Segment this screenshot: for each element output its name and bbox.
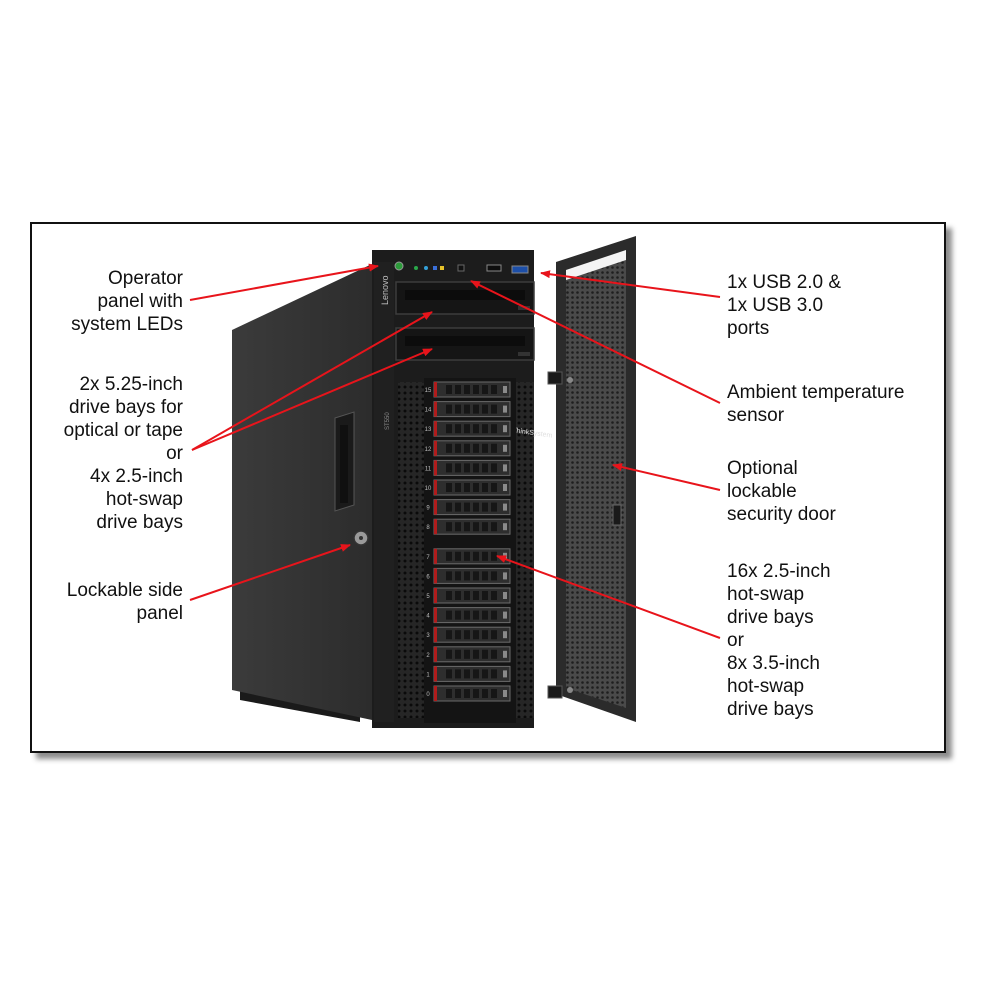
drive-bay[interactable]: 10	[425, 479, 511, 496]
power-button-icon[interactable]	[394, 261, 404, 271]
led-icon-1	[414, 266, 418, 270]
callout-line: 8x 3.5-inch	[727, 653, 820, 674]
drive-bay[interactable]: 5	[426, 587, 511, 604]
arrow-optical-bay-2	[191, 348, 433, 451]
callout-line: ports	[727, 318, 770, 339]
drive-bay[interactable]: 0	[426, 685, 511, 702]
callout-line: hot-swap	[105, 489, 183, 510]
callout-arrows	[189, 263, 721, 639]
callout-usb-ports: 1x USB 2.0 & 1x USB 3.0 ports	[727, 271, 841, 340]
door-top-panel	[566, 250, 626, 280]
callout-optical-bays: 2x 5.25-inch drive bays for optical or t…	[64, 373, 183, 534]
door-hinge-bottom	[547, 685, 563, 699]
drive-bay-number: 4	[426, 614, 430, 620]
callout-line: drive bays	[96, 512, 183, 533]
drive-bay-number: 7	[426, 555, 430, 561]
door-hinge-top	[547, 371, 563, 385]
usb2-port-icon[interactable]	[486, 264, 502, 272]
callout-line: security door	[727, 504, 836, 525]
drive-bay-number: 10	[425, 486, 432, 492]
callout-temp-sensor: Ambient temperature sensor	[727, 381, 904, 427]
callout-line: 2x 5.25-inch	[79, 374, 183, 395]
side-panel	[232, 264, 372, 720]
callout-line: sensor	[727, 405, 785, 426]
drive-bay[interactable]: 13	[425, 420, 511, 437]
led-icon-3	[433, 266, 437, 270]
door-lock-icon-2	[567, 687, 573, 693]
arrow-drive-bays	[496, 555, 721, 639]
callout-line: or	[166, 443, 183, 464]
drive-bay-number: 9	[426, 506, 430, 512]
drive-bay[interactable]: 1	[426, 665, 511, 682]
model-label: ST550	[385, 412, 391, 430]
callout-line: Ambient temperature	[727, 382, 905, 403]
drive-bay-number: 5	[426, 594, 430, 600]
callout-line: hot-swap	[727, 676, 805, 697]
drive-bay[interactable]: 14	[425, 401, 511, 418]
callout-line: drive bays for	[68, 397, 183, 418]
callout-line: system LEDs	[71, 314, 183, 335]
temp-sensor-icon	[457, 264, 465, 272]
drive-bay[interactable]: 11	[425, 459, 511, 476]
drive-bay-number: 8	[426, 525, 430, 531]
led-icon-4	[440, 266, 444, 270]
left-vent	[398, 382, 424, 718]
drive-bay[interactable]: 7	[426, 548, 511, 565]
drive-bay[interactable]: 4	[426, 607, 511, 624]
right-vent	[516, 382, 534, 718]
drive-bay-number: 13	[425, 427, 432, 433]
arrow-operator-panel	[189, 263, 379, 301]
drive-bay[interactable]: 12	[425, 440, 511, 457]
arrow-side-panel	[189, 544, 351, 601]
side-handle-grip	[340, 425, 348, 503]
drive-bay[interactable]: 6	[426, 567, 511, 584]
drive-bay-number: 2	[426, 653, 430, 659]
callout-side-panel: Lockable side panel	[67, 579, 183, 625]
brand-label: Lenovo	[380, 275, 390, 305]
callout-line: 16x 2.5-inch	[727, 561, 831, 582]
callout-line: drive bays	[727, 607, 814, 628]
callout-line: Operator	[108, 268, 183, 289]
callout-line: hot-swap	[727, 584, 805, 605]
arrow-temp-sensor	[470, 280, 721, 404]
callout-line: drive bays	[727, 699, 814, 720]
drive-bay[interactable]: 9	[426, 499, 511, 516]
callout-line: 1x USB 2.0 &	[727, 272, 842, 293]
drive-bay[interactable]: 15	[425, 381, 511, 398]
callout-drive-bays: 16x 2.5-inch hot-swap drive bays or 8x 3…	[727, 560, 831, 721]
drive-bay[interactable]: 8	[426, 518, 511, 535]
callout-line: lockable	[727, 481, 797, 502]
callout-operator-panel: Operator panel with system LEDs	[71, 267, 183, 336]
arrow-optical-bay-1	[191, 311, 433, 451]
drive-bay-number: 15	[425, 388, 432, 394]
callout-line: optical or tape	[63, 420, 183, 441]
security-door-mesh	[566, 250, 626, 708]
drive-bay-number: 3	[426, 633, 430, 639]
door-lock-icon	[567, 377, 573, 383]
drive-bay-number: 0	[426, 692, 430, 698]
arrow-usb-ports	[540, 270, 721, 298]
drive-bay-number: 12	[425, 447, 432, 453]
drive-bay-number: 1	[426, 672, 430, 678]
drive-bay-number: 11	[425, 466, 432, 472]
front-left-strip	[374, 262, 394, 722]
callout-line: panel with	[97, 291, 183, 312]
drive-bay[interactable]: 2	[426, 646, 511, 663]
drive-bay[interactable]: 3	[426, 626, 511, 643]
usb3-port-icon[interactable]	[511, 265, 529, 274]
callout-security-door: Optional lockable security door	[727, 457, 836, 526]
callout-line: Optional	[727, 458, 798, 479]
arrow-security-door	[612, 463, 721, 491]
callout-line: 4x 2.5-inch	[90, 466, 183, 487]
callout-line: panel	[136, 603, 184, 624]
led-icon-2	[424, 266, 428, 270]
callout-line: 1x USB 3.0	[727, 295, 824, 316]
door-latch	[612, 504, 622, 526]
callout-line: or	[727, 630, 744, 651]
drive-bay-number: 6	[426, 574, 430, 580]
drive-bay-number: 14	[425, 408, 432, 414]
callout-line: Lockable side	[66, 580, 183, 601]
